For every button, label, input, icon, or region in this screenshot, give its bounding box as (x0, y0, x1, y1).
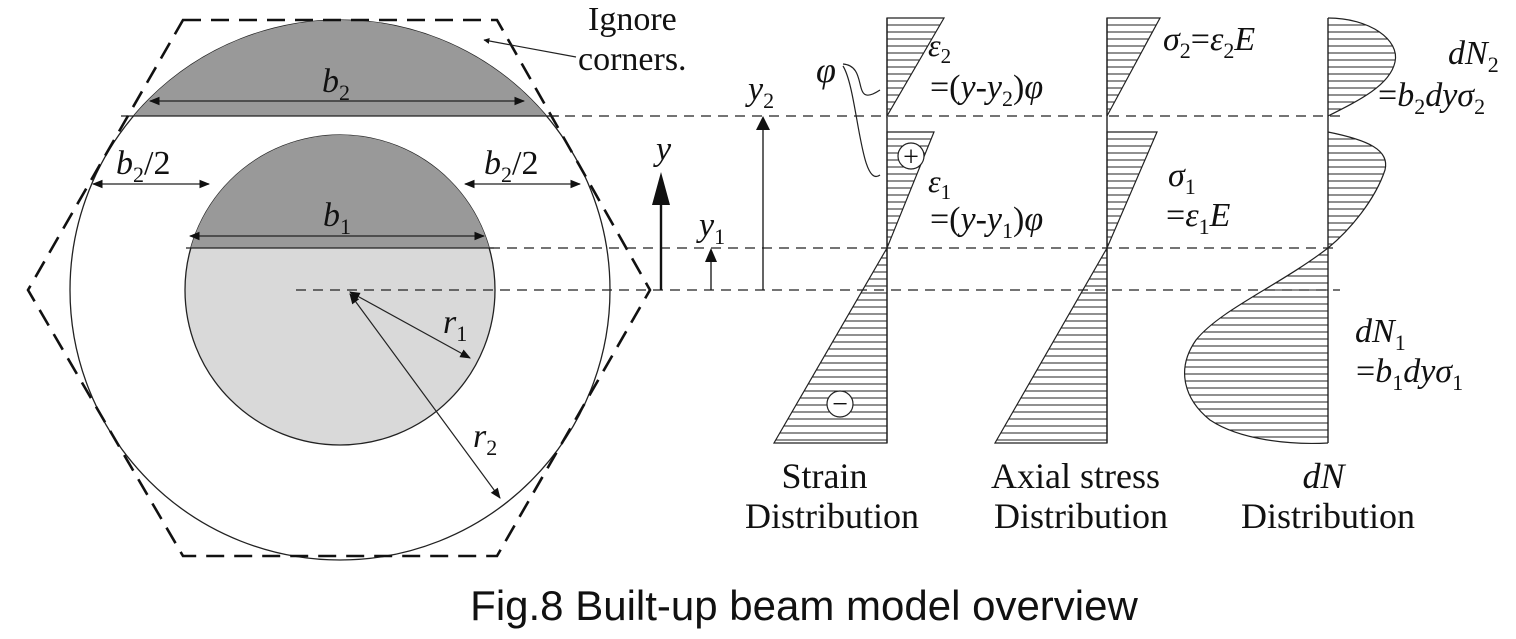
eps2-expression: =(y-y2)φ (930, 69, 1043, 111)
reference-lines (296, 115, 1340, 291)
label-b2: b2 (322, 63, 350, 105)
dN1-symbol: dN1 (1355, 313, 1406, 355)
stress-title: Axial stress Distribution (991, 456, 1169, 536)
label-y2: y2 (745, 71, 774, 113)
dn-distribution: dN2 =b2dyσ2 dN1 =b1dyσ1 dN Distribution (1184, 17, 1499, 536)
sigma1-expression: =ε1E (1166, 197, 1231, 239)
eps2-symbol: ε2 (928, 27, 951, 68)
eps1-symbol: ε1 (928, 163, 951, 204)
label-y-axis: y (653, 131, 672, 168)
dN2-symbol: dN2 (1448, 35, 1499, 77)
minus-sign (826, 390, 854, 418)
label-b2-half-right: b2/2 (484, 145, 538, 187)
strain-distribution: + − φ ε2 =(y-y2)φ ε1 =(y-y1)φ Strain Dis… (745, 17, 1043, 536)
stress-hatch-bottom (996, 138, 1154, 441)
hexagon-outline (26, 18, 652, 558)
dN2-expression: =b2dyσ2 (1378, 77, 1485, 119)
svg-text:+: + (903, 142, 919, 173)
label-y1: y1 (696, 207, 725, 249)
ignore-corners-label: Ignore corners. (578, 1, 687, 78)
label-b1: b1 (323, 197, 351, 239)
label-phi: φ (816, 50, 836, 90)
strain-title: Strain Distribution (745, 456, 919, 536)
label-r2: r2 (473, 418, 497, 460)
strain-hatch-bottom (775, 138, 932, 441)
axial-stress-distribution: σ2=ε2E σ1 =ε1E Axial stress Distribution (991, 17, 1255, 536)
dn-hatch (1184, 24, 1396, 438)
cross-section: b2 b1 b2/2 b2/2 r1 r2 Ignore corners. (26, 1, 687, 561)
svg-text:−: − (832, 389, 848, 420)
dN1-expression: =b1dyσ1 (1356, 353, 1463, 395)
strain-hatch-top (887, 24, 940, 110)
sigma2-label: σ2=ε2E (1163, 21, 1255, 63)
sigma1-symbol: σ1 (1168, 157, 1196, 199)
y-axes: y y1 y2 (652, 71, 774, 290)
eps1-expression: =(y-y1)φ (930, 201, 1043, 243)
dn-title: dN Distribution (1241, 456, 1415, 536)
plus-sign (897, 142, 925, 170)
label-b2-half-left: b2/2 (116, 145, 170, 187)
figure-caption: Fig.8 Built-up beam model overview (470, 582, 1138, 629)
stress-hatch-top (1107, 24, 1157, 110)
